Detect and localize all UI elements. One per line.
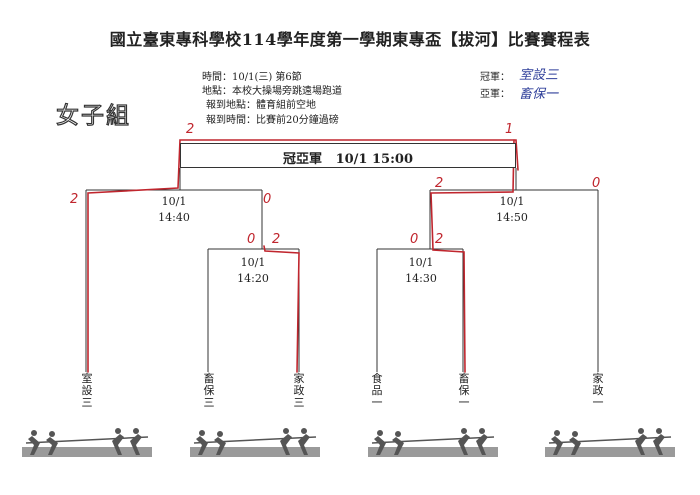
score-left-inner-winner: 0 <box>263 192 272 207</box>
champion-label: 冠軍： <box>480 72 510 83</box>
score-left-outer: 2 <box>70 192 79 207</box>
runner-up-value: 畜保一 <box>519 87 559 102</box>
tug-of-war-figures-icon <box>368 428 498 457</box>
final-match-label: 冠亞軍 10/1 15:00 <box>180 148 516 167</box>
tug-of-war-figures-icon <box>22 428 152 457</box>
match-right-inner-time: 14:30 <box>405 272 437 285</box>
score-left-inner-a: 0 <box>247 232 256 247</box>
match-left: 10/1 14:40 <box>139 194 209 226</box>
tug-of-war-figures-icon <box>190 428 320 457</box>
final-match-box <box>180 143 516 168</box>
match-right: 10/1 14:50 <box>477 194 547 226</box>
champion-value: 室設三 <box>519 68 559 83</box>
score-right-outer: 0 <box>592 176 601 191</box>
team-2: 畜保三 <box>203 372 215 409</box>
match-right-inner-date: 10/1 <box>408 256 434 269</box>
match-right-time: 14:50 <box>496 211 528 224</box>
info-place: 地點：本校大操場旁跳遠場跑道 <box>202 86 342 97</box>
match-left-inner-time: 14:20 <box>237 272 269 285</box>
team-1: 室設三 <box>81 372 93 409</box>
score-final-left: 2 <box>186 122 195 137</box>
score-right-inner-a: 0 <box>410 232 419 247</box>
match-left-date: 10/1 <box>161 195 187 208</box>
match-right-inner: 10/1 14:30 <box>386 255 456 287</box>
division-title: 女子組 <box>55 102 131 129</box>
info-report-place: 報到地點：體育組前空地 <box>206 100 316 111</box>
team-5: 畜保一 <box>458 372 470 409</box>
tug-of-war-figures-icon <box>545 428 675 457</box>
team-3: 家政三 <box>293 372 305 409</box>
team-4: 食品一 <box>371 372 383 409</box>
final-time: 10/1 15:00 <box>335 152 413 167</box>
score-final-right: 1 <box>505 122 514 137</box>
match-left-inner: 10/1 14:20 <box>218 255 288 287</box>
page-title: 國立臺東專科學校114學年度第一學期東專盃【拔河】比賽賽程表 <box>109 30 591 49</box>
match-left-inner-date: 10/1 <box>240 256 266 269</box>
score-left-inner-b: 2 <box>272 232 281 247</box>
score-right-inner-b: 2 <box>435 232 444 247</box>
score-right-inner-winner: 2 <box>435 176 444 191</box>
info-report-time: 報到時間：比賽前20分鐘過磅 <box>206 115 339 126</box>
team-6: 家政一 <box>592 372 604 409</box>
match-right-date: 10/1 <box>499 195 525 208</box>
match-left-time: 14:40 <box>158 211 190 224</box>
runner-up-label: 亞軍： <box>480 89 510 100</box>
final-label: 冠亞軍 <box>283 152 323 167</box>
info-time: 時間：10/1(三) 第6節 <box>202 72 302 83</box>
